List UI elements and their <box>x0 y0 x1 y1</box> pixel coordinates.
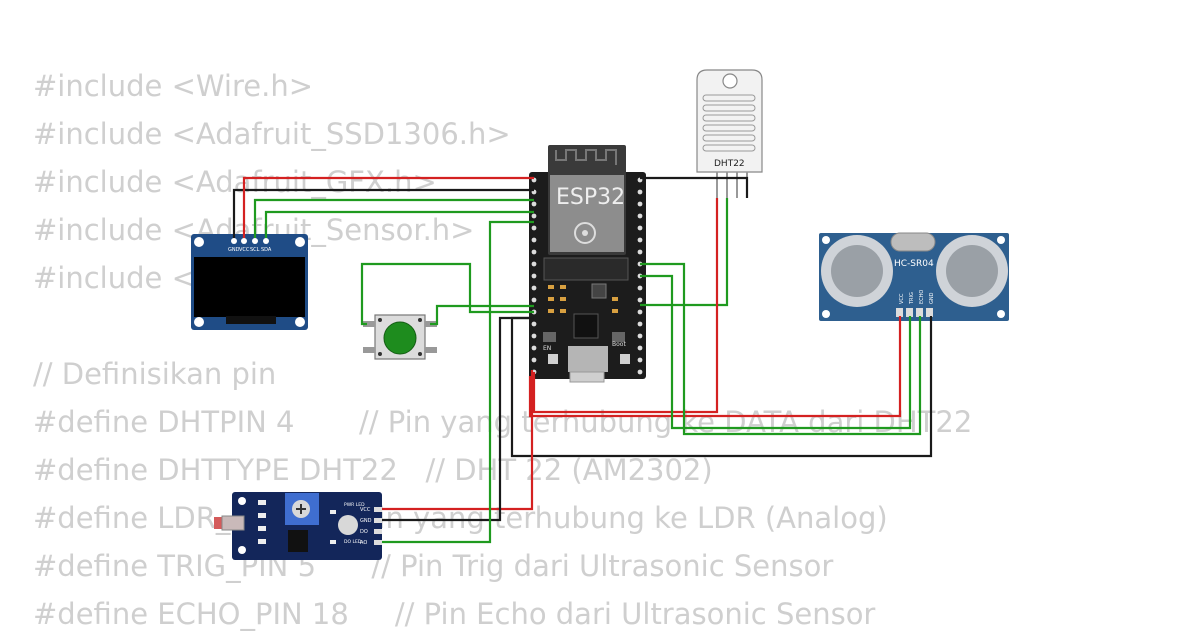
wires <box>232 176 933 544</box>
dht22-label: DHT22 <box>714 159 745 169</box>
wire-oled-scl <box>253 198 534 238</box>
code-line: #define DHTPIN 4 // Pin yang terhubung k… <box>33 405 973 439</box>
ultrasonic-pin-gnd: GND <box>929 292 935 304</box>
code-listing: #include <Wire.h> #include <Adafruit_SSD1… <box>33 62 972 638</box>
code-line: #include <Wire.h> <box>33 69 314 103</box>
wire-button-b <box>430 304 534 326</box>
code-line: #include <Adafruit_GFX.h> <box>33 165 437 199</box>
wire-us-echo <box>640 262 922 436</box>
wire-dht-gnd <box>640 176 749 198</box>
code-line: #include < <box>33 261 196 295</box>
oled-display[interactable]: GND VCC SCL SDA <box>191 234 308 330</box>
code-line: #include <Adafruit_SSD1306.h> <box>33 117 511 151</box>
esp32-board[interactable]: ESP32 E <box>529 145 646 383</box>
esp32-right-pins <box>637 177 643 375</box>
dht22-sensor[interactable]: DHT22 <box>696 69 763 198</box>
wire-dht-data <box>640 198 729 307</box>
oled-pin-headers <box>231 238 269 244</box>
wire-oled-gnd <box>232 188 534 238</box>
ldr-module[interactable]: PWR LED DO LED VCC GND DO AO <box>214 492 382 560</box>
wire-dht-vcc <box>532 198 719 414</box>
wire-ldr-vcc <box>382 370 534 511</box>
oled-pin-label-scl: SCL <box>250 247 260 253</box>
ultrasonic-pin-trig: TRIG <box>909 292 915 305</box>
wire-us-vcc <box>528 316 902 418</box>
code-line: #define DHTTYPE DHT22 // DHT 22 (AM2302) <box>33 453 713 487</box>
esp32-boot-label: Boot <box>612 341 626 348</box>
push-button[interactable] <box>363 314 437 360</box>
wire-ldr-ao <box>382 220 534 544</box>
ldr-pin-ao: AO <box>360 540 367 546</box>
ultrasonic-pin-vcc: VCC <box>899 293 905 304</box>
wire-button-a <box>360 262 534 326</box>
ultrasonic-pin-echo: ECHO <box>919 290 925 304</box>
code-line: #define TRIG_PIN 5 // Pin Trig dari Ultr… <box>33 549 834 583</box>
wire-oled-vcc <box>242 176 534 238</box>
esp32-label: ESP32 <box>556 185 625 210</box>
ultrasonic-sensor[interactable]: HC-SR04 VCC TRIG ECHO GND <box>819 232 1009 321</box>
code-line: // Definisikan pin <box>33 357 277 391</box>
ultrasonic-label: HC-SR04 <box>894 259 934 269</box>
wire-ldr-gnd <box>382 316 534 522</box>
ldr-pin-gnd: GND <box>360 518 372 524</box>
ldr-do-led-label: DO LED <box>344 539 362 545</box>
oled-pin-label-gnd: GND <box>228 247 240 253</box>
wire-us-trig <box>640 274 912 430</box>
code-line: #define ECHO_PIN 18 // Pin Echo dari Ult… <box>33 597 876 631</box>
esp32-en-label: EN <box>543 345 551 352</box>
wire-oled-sda <box>264 210 534 238</box>
oled-pin-label-sda: SDA <box>261 247 272 253</box>
ldr-pin-do: DO <box>360 529 368 535</box>
ldr-pin-vcc: VCC <box>360 507 371 513</box>
oled-pin-label-vcc: VCC <box>239 247 250 253</box>
ldr-pwr-led-label: PWR LED <box>344 502 365 508</box>
